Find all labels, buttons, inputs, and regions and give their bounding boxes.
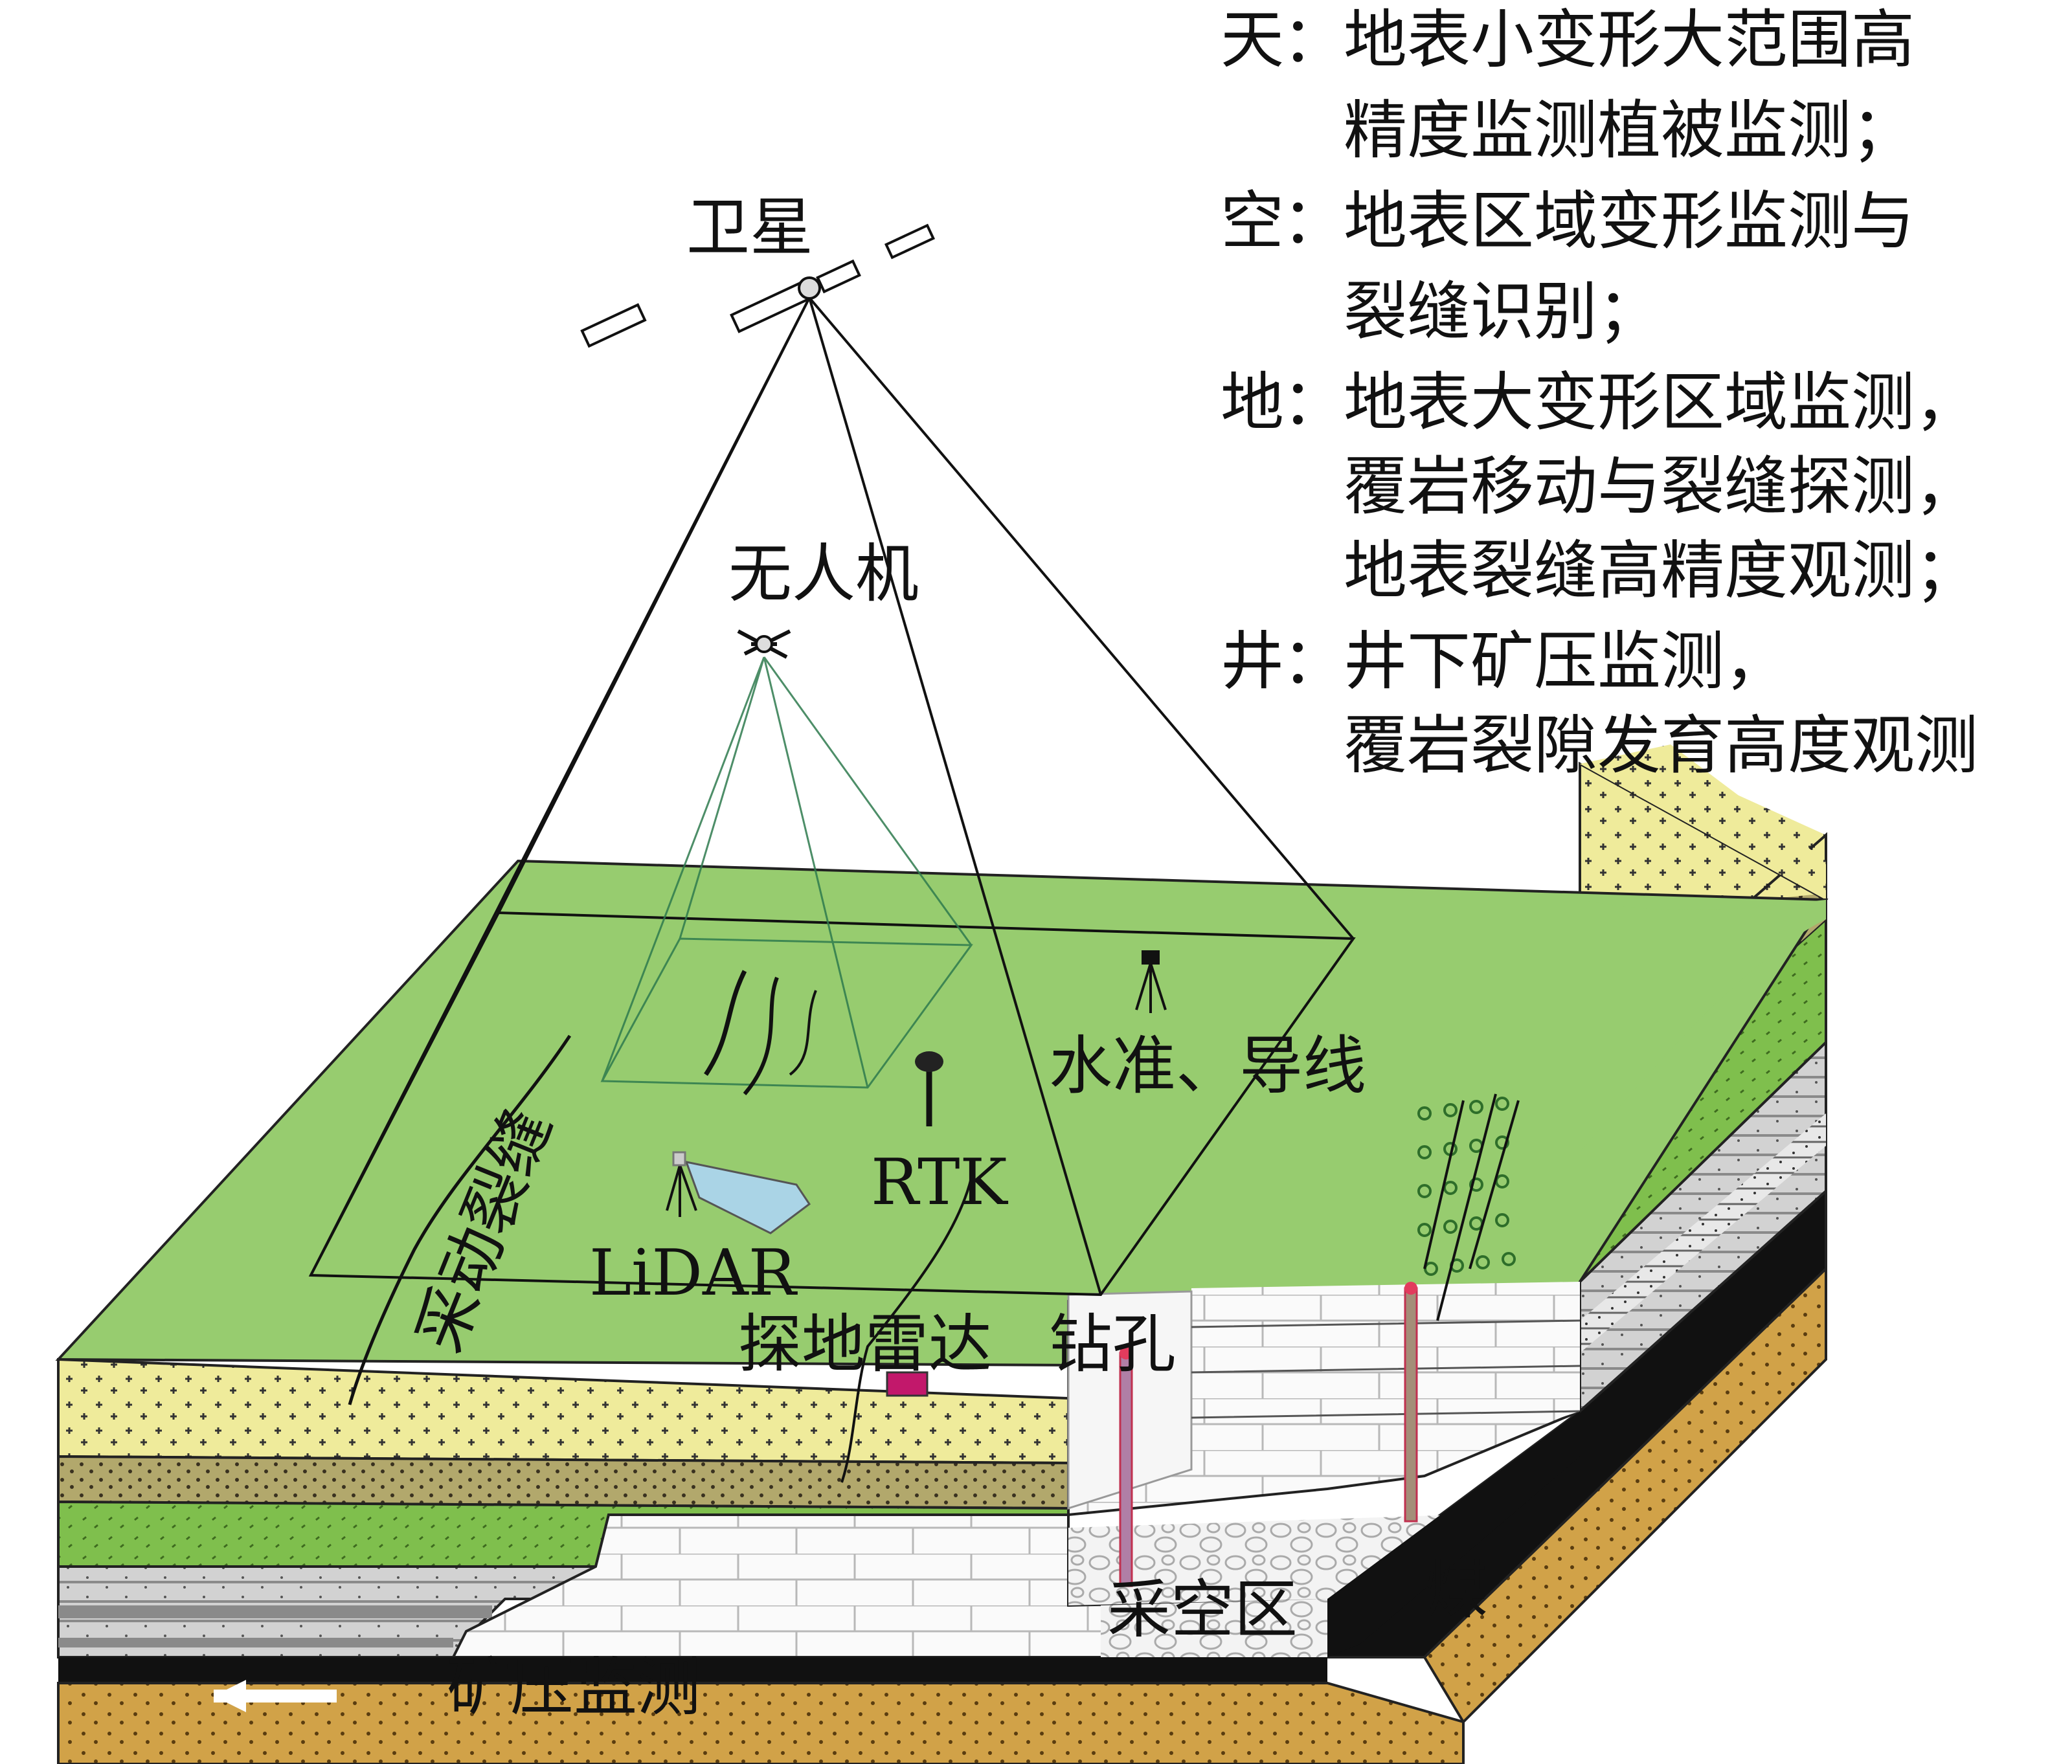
- legend-key-ground: 地: [1221, 366, 1284, 440]
- rtk-label: RTK: [871, 1146, 1008, 1220]
- legend-well-line-2: 覆岩裂隙发育高度观测: [1344, 709, 1978, 783]
- gpr-device: [886, 1371, 929, 1397]
- legend-sky-line-1: 地表小变形大范围高: [1344, 3, 1915, 77]
- satellite-icon: [730, 259, 861, 333]
- goaf-label: 采空区: [1107, 1573, 1298, 1647]
- legend-sep-well: ：: [1282, 625, 1346, 698]
- drone-label: 无人机: [728, 537, 919, 611]
- borehole-pipe-right: [1404, 1287, 1418, 1523]
- legend: 天 ： 地表小变形大范围高 精度监测植被监测； 空 ： 地表区域变形监测与 裂缝…: [1221, 3, 1978, 783]
- drone-icon: [737, 629, 791, 659]
- legend-ground-line-2: 覆岩移动与裂缝探测，: [1344, 450, 1978, 524]
- surface-crack-1: [704, 970, 747, 1076]
- coal-label: 煤: [1424, 1554, 1488, 1627]
- borehole-label: 钻孔: [1049, 1308, 1176, 1381]
- legend-key-well: 井: [1221, 625, 1284, 698]
- legend-key-air: 空: [1221, 184, 1284, 258]
- drone-footprint: [600, 656, 973, 1089]
- lidar-icon: [666, 1151, 811, 1234]
- satellite-footprint: [308, 296, 1356, 1297]
- mining-crack-line: [348, 1034, 572, 1405]
- front-face-layers: [57, 1282, 1581, 1764]
- legend-ground-line-1: 地表大变形区域监测，: [1344, 366, 1978, 440]
- vegetation-points: [1417, 1097, 1516, 1276]
- surface-crack-3: [789, 990, 817, 1076]
- lidar-label: LiDAR: [589, 1236, 798, 1310]
- legend-sep-air: ：: [1282, 184, 1346, 258]
- satellite-icon-right: [884, 223, 936, 260]
- satellite-label: 卫星: [686, 191, 813, 265]
- surface-crack-2: [743, 976, 779, 1095]
- gpr-label: 探地雷达: [738, 1308, 992, 1381]
- leveling-label: 水准、导线: [1049, 1029, 1366, 1103]
- rtk-antenna-icon: [915, 1051, 943, 1126]
- legend-sky-line-2: 精度监测植被监测；: [1344, 94, 1915, 168]
- legend-air-line-2: 裂缝识别；: [1344, 275, 1661, 349]
- pressure-label: 矿压监测: [447, 1651, 701, 1725]
- legend-sep-sky: ：: [1282, 3, 1346, 77]
- satellite-icon-left: [580, 303, 647, 348]
- borehole-pipe-left: [1119, 1352, 1133, 1587]
- level-instrument-icon: [1135, 950, 1167, 1013]
- legend-key-sky: 天: [1221, 3, 1284, 77]
- legend-well-line-1: 井下矿压监测，: [1344, 625, 1788, 698]
- legend-air-line-1: 地表区域变形监测与: [1344, 184, 1915, 258]
- legend-sep-ground: ：: [1282, 366, 1346, 440]
- legend-ground-line-3: 地表裂缝高精度观测；: [1344, 534, 1978, 608]
